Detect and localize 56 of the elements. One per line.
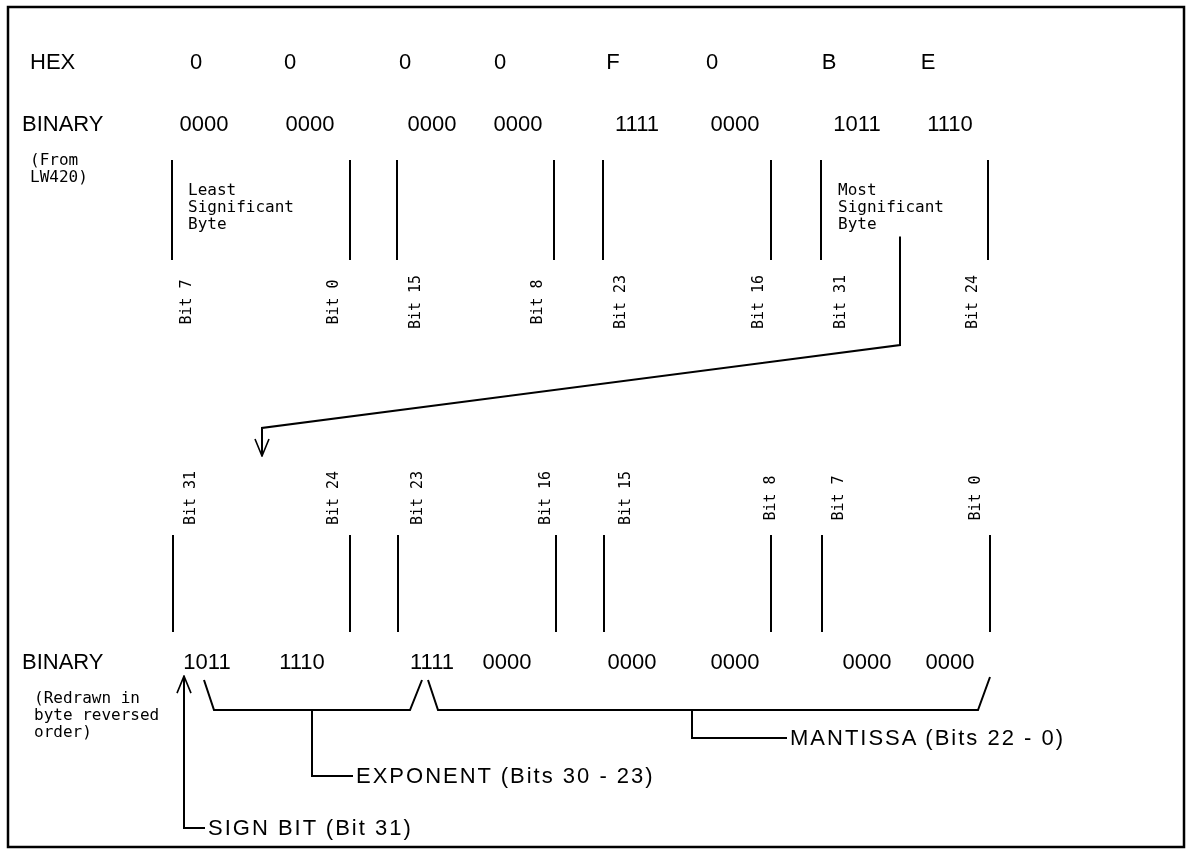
arrow — [176, 675, 206, 829]
bit-label: Bit 31 — [181, 470, 199, 526]
bit-label: Bit 16 — [536, 470, 554, 526]
byte-note: Least Significant Byte — [188, 182, 295, 233]
hex-digit: 0 — [493, 49, 507, 75]
byte-note: Most Significant Byte — [838, 182, 968, 233]
bit-label: Bit 24 — [324, 470, 342, 526]
hex-digit: F — [606, 49, 620, 75]
bit-label: Bit 7 — [829, 475, 847, 521]
leader-line — [691, 708, 788, 739]
binary-nibble: 1011 — [183, 649, 231, 675]
hex-digit: 0 — [283, 49, 297, 75]
bit-label: Bit 23 — [611, 274, 629, 330]
bit-label: Bit 8 — [761, 475, 779, 521]
hex-digit: E — [920, 49, 936, 75]
binary-nibble: 1111 — [410, 649, 454, 675]
bit-label: Bit 0 — [324, 279, 342, 325]
bit-label: Bit 0 — [966, 475, 984, 521]
bit-label: Bit 15 — [406, 274, 424, 330]
binary-nibble: 1110 — [279, 649, 325, 675]
hex-digit: 0 — [398, 49, 412, 75]
binary-nibble: 0000 — [710, 649, 760, 675]
field-label: MANTISSA (Bits 22 - 0) — [790, 725, 1066, 751]
binary-nibble: 0000 — [493, 111, 543, 137]
binary-nibble: 1110 — [927, 111, 973, 137]
bit-label: Bit 31 — [831, 274, 849, 330]
mantissa-bracket — [427, 676, 991, 711]
bit-label: Bit 7 — [177, 279, 195, 325]
hex-digit: 0 — [189, 49, 203, 75]
row-label: BINARY — [22, 649, 104, 675]
binary-nibble: 0000 — [179, 111, 229, 137]
binary-nibble: 0000 — [607, 649, 657, 675]
bit-label: Bit 16 — [749, 274, 767, 330]
hex-digit: 0 — [705, 49, 719, 75]
binary-nibble: 0000 — [842, 649, 892, 675]
source-note: (From LW420) — [30, 152, 89, 186]
binary-nibble: 0000 — [407, 111, 457, 137]
bit-label: Bit 23 — [408, 470, 426, 526]
bit-label: Bit 15 — [616, 470, 634, 526]
binary-nibble: 1111 — [615, 111, 659, 137]
binary-nibble: 0000 — [482, 649, 532, 675]
field-label: EXPONENT (Bits 30 - 23) — [356, 763, 655, 789]
binary-nibble: 0000 — [710, 111, 760, 137]
field-label: SIGN BIT (Bit 31) — [208, 815, 413, 841]
binary-nibble: 0000 — [285, 111, 335, 137]
binary-nibble: 0000 — [925, 649, 975, 675]
exponent-bracket — [203, 679, 423, 711]
order-note: (Redrawn in byte reversed order) — [34, 690, 161, 741]
bit-label: Bit 8 — [528, 279, 546, 325]
binary-nibble: 1011 — [833, 111, 881, 137]
row-label: HEX — [30, 49, 76, 75]
bit-label: Bit 24 — [963, 274, 981, 330]
row-label: BINARY — [22, 111, 104, 137]
leader-line — [311, 708, 354, 777]
hex-digit: B — [821, 49, 837, 75]
arrow — [254, 235, 901, 457]
